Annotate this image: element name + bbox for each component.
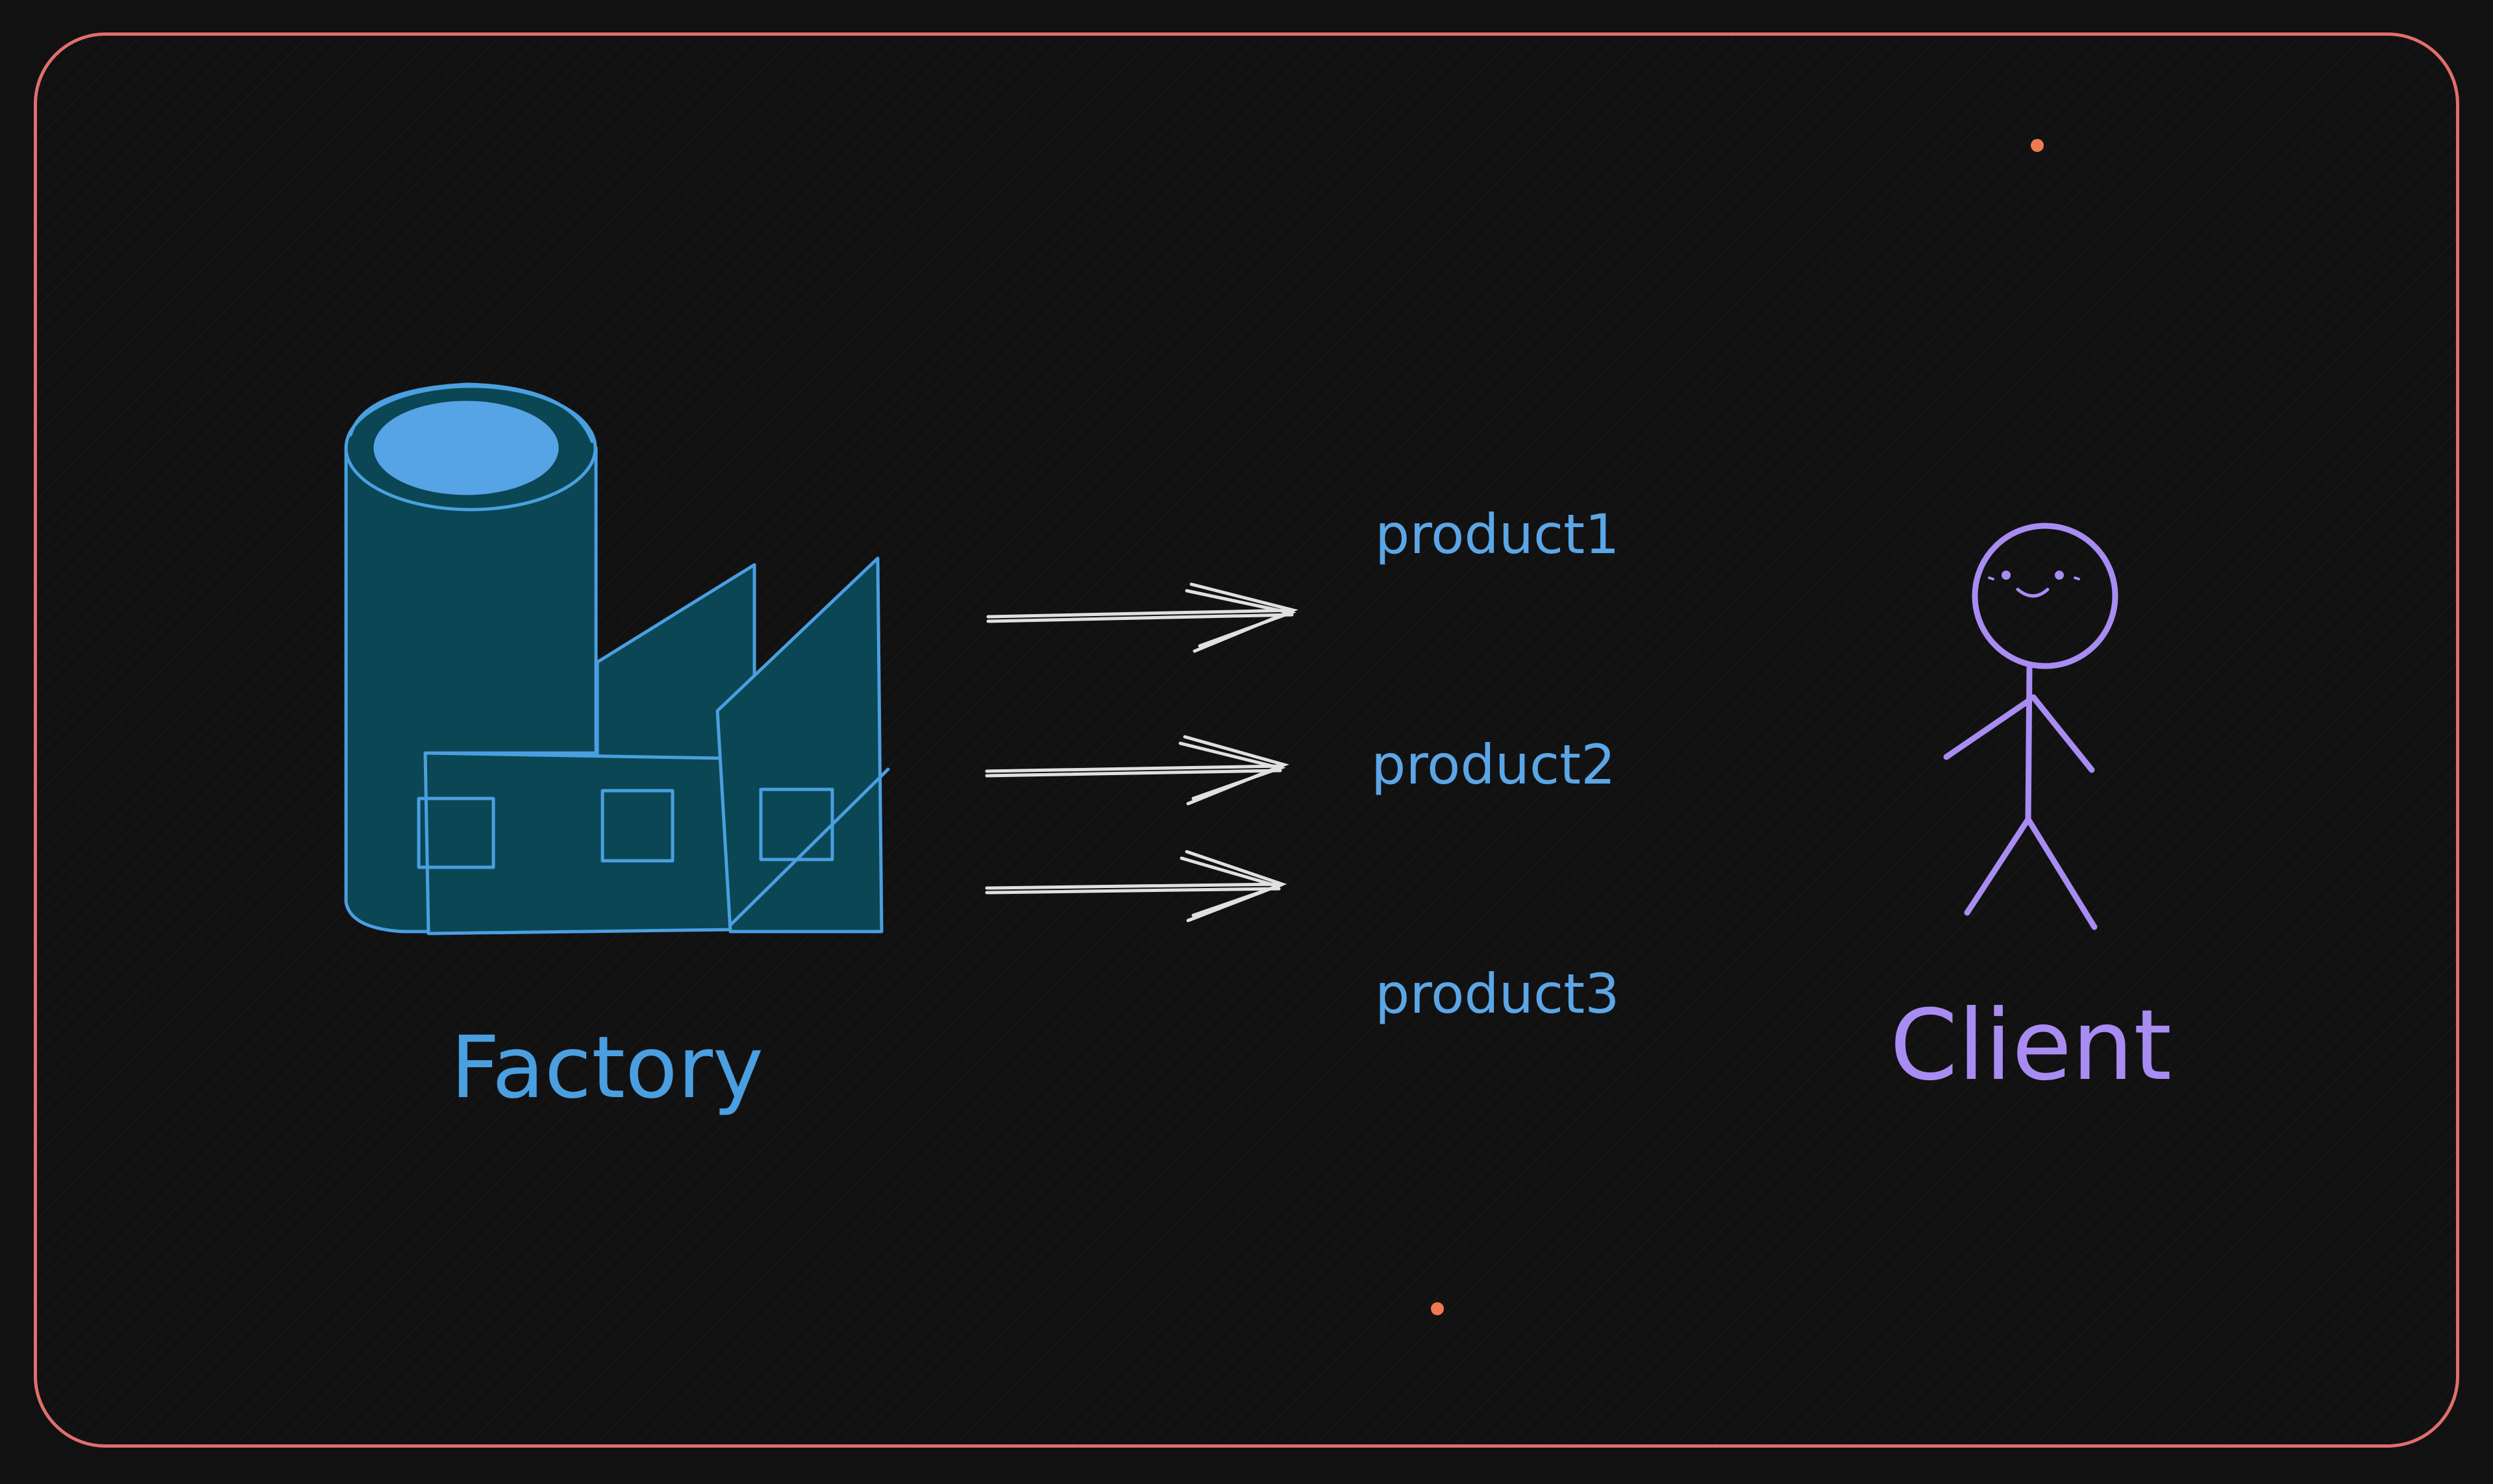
product2-label: product2 [1371, 733, 1616, 797]
product1-label: product1 [1375, 502, 1620, 566]
stick-figure-icon[interactable] [1943, 523, 2118, 930]
arrow-right-icon [986, 582, 1298, 653]
product3-label: product3 [1375, 962, 1620, 1026]
handle-dot-bottom [1431, 1302, 1444, 1315]
arrow-right-icon [985, 735, 1289, 806]
client-label: Client [1890, 989, 2172, 1102]
handle-dot-top [2031, 139, 2044, 152]
canvas-frame [34, 32, 2459, 1448]
factory-label: Factory [451, 1018, 763, 1118]
arrow-right-icon [985, 850, 1287, 922]
factory-icon[interactable] [344, 382, 890, 935]
